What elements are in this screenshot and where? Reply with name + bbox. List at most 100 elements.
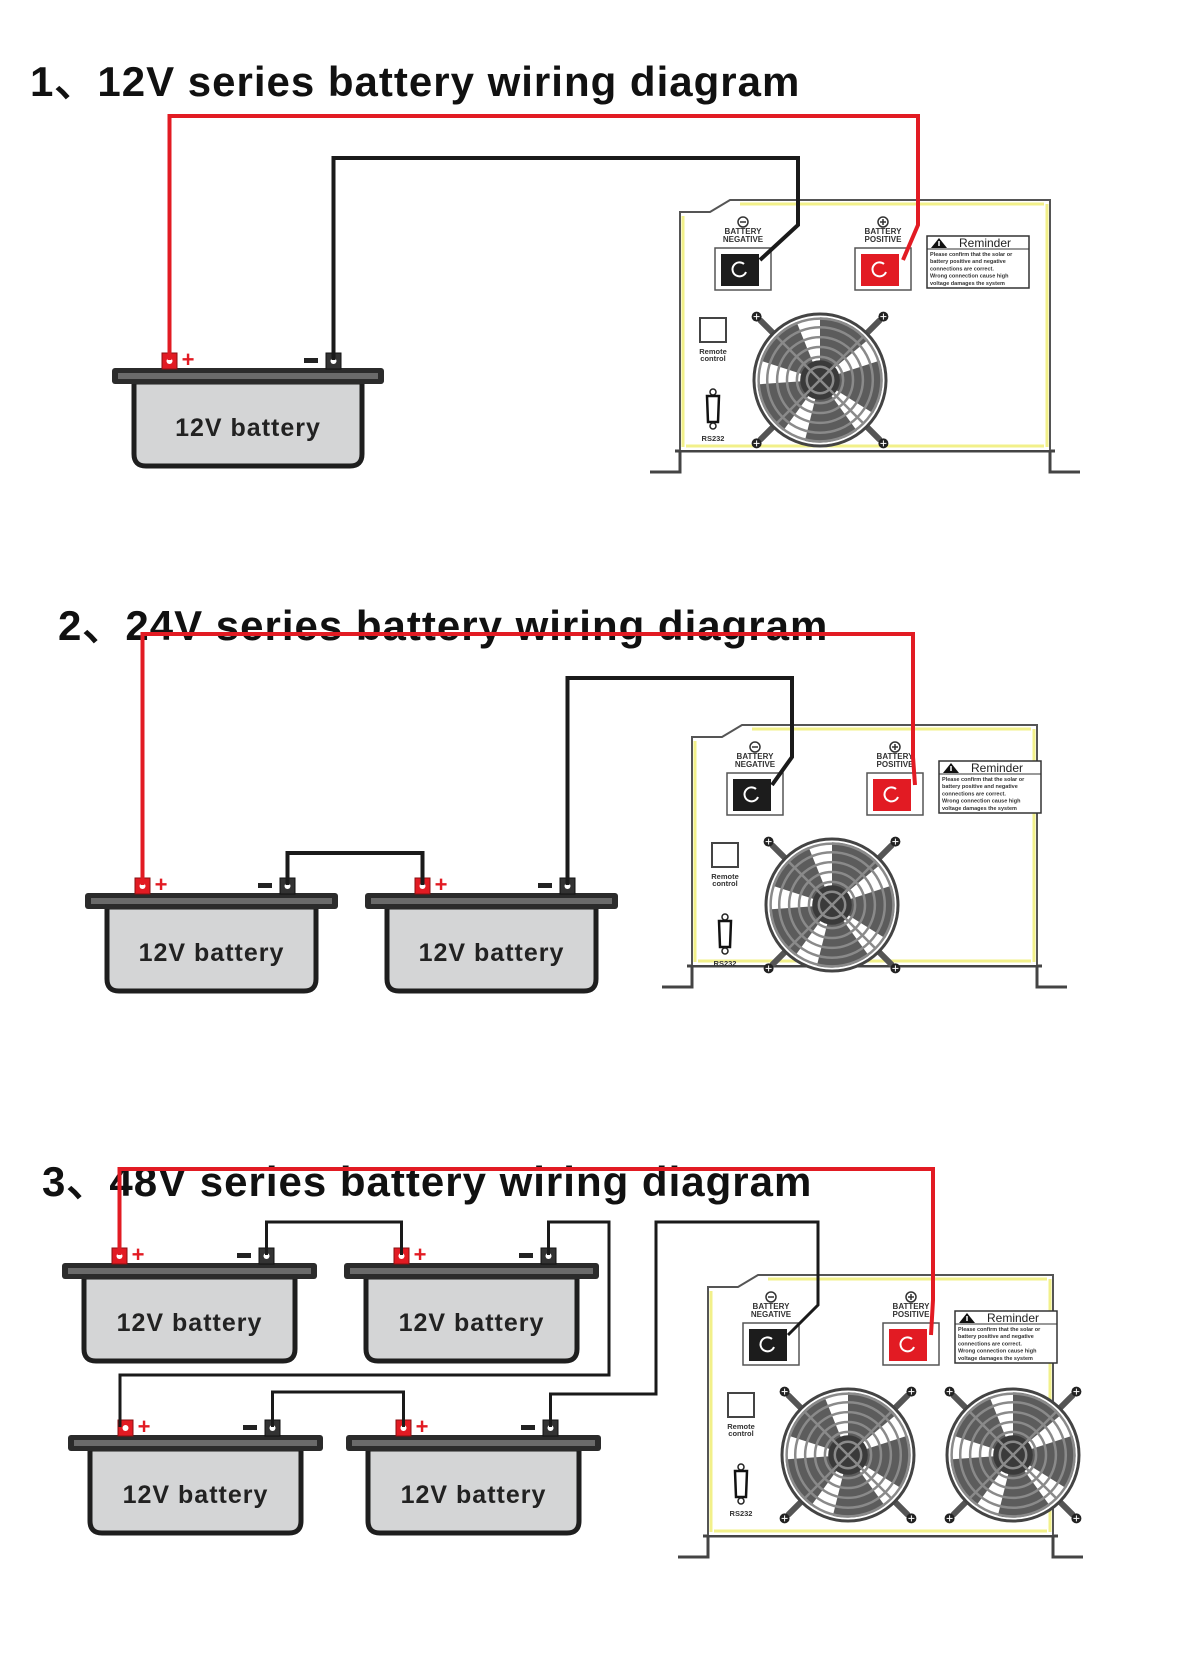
fan-blade <box>804 393 857 443</box>
fan-blade <box>845 885 895 939</box>
fan-grill-ring <box>805 365 835 395</box>
plus-circle-icon <box>877 216 889 228</box>
fan-grill-ring <box>787 860 877 950</box>
fan-grill-ring <box>757 317 883 443</box>
rs232-screw <box>721 913 729 921</box>
battery-lid-stripe <box>350 1268 593 1274</box>
positive-port <box>889 1329 927 1361</box>
port-bolt-icon <box>731 261 747 278</box>
series-link-cable <box>271 1390 405 1427</box>
battery: 12V battery + <box>85 872 338 994</box>
battery-negative-label: BATTERY <box>725 227 763 236</box>
minus-circle-icon <box>765 1291 777 1303</box>
rs232-screw <box>737 1497 745 1505</box>
battery-label: 12V battery <box>399 1309 545 1337</box>
battery: 12V battery+ <box>62 1242 317 1364</box>
rs232-port <box>733 1469 749 1499</box>
fan-grill-ring <box>958 1400 1068 1510</box>
battery-negative-label: NEGATIVE <box>751 1310 792 1319</box>
fan-grill-ring <box>797 870 867 940</box>
plus-sign: + <box>414 1242 427 1267</box>
rs232-label: RS232 <box>702 434 725 443</box>
reminder-text: Please confirm that the solar or <box>930 252 1013 258</box>
reminder-text: connections are correct. <box>942 791 1006 797</box>
plus-sign: + <box>155 872 168 897</box>
fan-grill-ring <box>823 1430 873 1480</box>
fan-grill-ring <box>777 850 887 960</box>
inverter-foot-right <box>1051 1535 1083 1559</box>
section-3-title: 3、48V series battery wiring diagram <box>42 1158 813 1205</box>
fan-grill-ring <box>793 1400 903 1510</box>
fan-blade <box>1026 1435 1076 1489</box>
battery-lid-stripe <box>91 898 332 904</box>
plus-sign: + <box>182 347 195 372</box>
minus-circle-icon <box>737 216 749 228</box>
reminder-title: Reminder <box>971 761 1023 775</box>
positive-cable <box>140 632 917 885</box>
fan-grill-ring <box>968 1410 1058 1500</box>
fan-grill-ring <box>785 1392 911 1518</box>
reminder-text: battery positive and negative <box>930 259 1006 265</box>
reminder-text: Please confirm that the solar or <box>942 777 1025 783</box>
fan-blade <box>816 918 869 968</box>
rs232-port <box>705 394 721 424</box>
reminder-text: connections are correct. <box>958 1341 1022 1347</box>
port-bolt-icon <box>759 1336 775 1353</box>
fan-icon <box>763 836 901 974</box>
minus-sign <box>237 1253 251 1258</box>
rs232-label: RS232 <box>714 959 737 968</box>
fan-grill-ring <box>817 890 847 920</box>
minus-circle-icon <box>749 741 761 753</box>
fan-icon <box>944 1386 1082 1524</box>
inverter-foot-right <box>1035 965 1067 989</box>
reminder-text: connections are correct. <box>930 266 994 272</box>
battery-negative-label: BATTERY <box>753 1302 791 1311</box>
fan-grill-bar <box>775 335 865 425</box>
minus-sign <box>304 358 318 363</box>
negative-port <box>749 1329 787 1361</box>
reminder-text: voltage damages the system <box>958 1356 1033 1362</box>
fan-icon <box>779 1386 917 1524</box>
remote-control-label: control <box>700 354 725 363</box>
battery: 12V battery+ <box>365 872 618 994</box>
minus-sign <box>258 883 272 888</box>
battery-positive-label: BATTERY <box>877 752 915 761</box>
series-link-cable <box>118 1220 611 1427</box>
rs232-screw <box>709 422 717 430</box>
battery-negative-label: BATTERY <box>737 752 775 761</box>
battery: 12V battery+ <box>112 347 384 469</box>
section-1-title: 1、12V series battery wiring diagram <box>30 58 801 105</box>
plus-circle-icon <box>889 741 901 753</box>
positive-cable <box>117 1167 935 1336</box>
battery-negative-label: NEGATIVE <box>723 235 764 244</box>
inverter-foot-left <box>650 450 682 474</box>
fan-grill-ring <box>833 1440 863 1470</box>
port-bolt-icon <box>871 261 887 278</box>
reminder-title: Reminder <box>987 1311 1039 1325</box>
battery-label: 12V battery <box>139 939 285 967</box>
battery-body <box>365 1446 582 1536</box>
remote-control-port <box>727 1392 755 1418</box>
minus-sign <box>519 1253 533 1258</box>
fan-icon <box>751 311 889 449</box>
negative-cable <box>331 156 800 360</box>
minus-sign <box>521 1425 535 1430</box>
battery-lid-stripe <box>371 898 612 904</box>
remote-control-label: Remote <box>711 872 739 881</box>
rs232-screw <box>721 947 729 955</box>
fan-grill-ring <box>803 1410 893 1500</box>
rs232-label: RS232 <box>730 1509 753 1518</box>
port-bolt-icon <box>883 786 899 803</box>
reminder-text: Please confirm that the solar or <box>958 1327 1041 1333</box>
fan-blade <box>861 1435 911 1489</box>
remote-control-label: control <box>728 1429 753 1438</box>
fan-grill-ring <box>950 1392 1076 1518</box>
fan-blade <box>997 1468 1050 1518</box>
inverter-foot-left <box>678 1535 710 1559</box>
plus-sign: + <box>416 1414 429 1439</box>
rs232-screw <box>737 1463 745 1471</box>
